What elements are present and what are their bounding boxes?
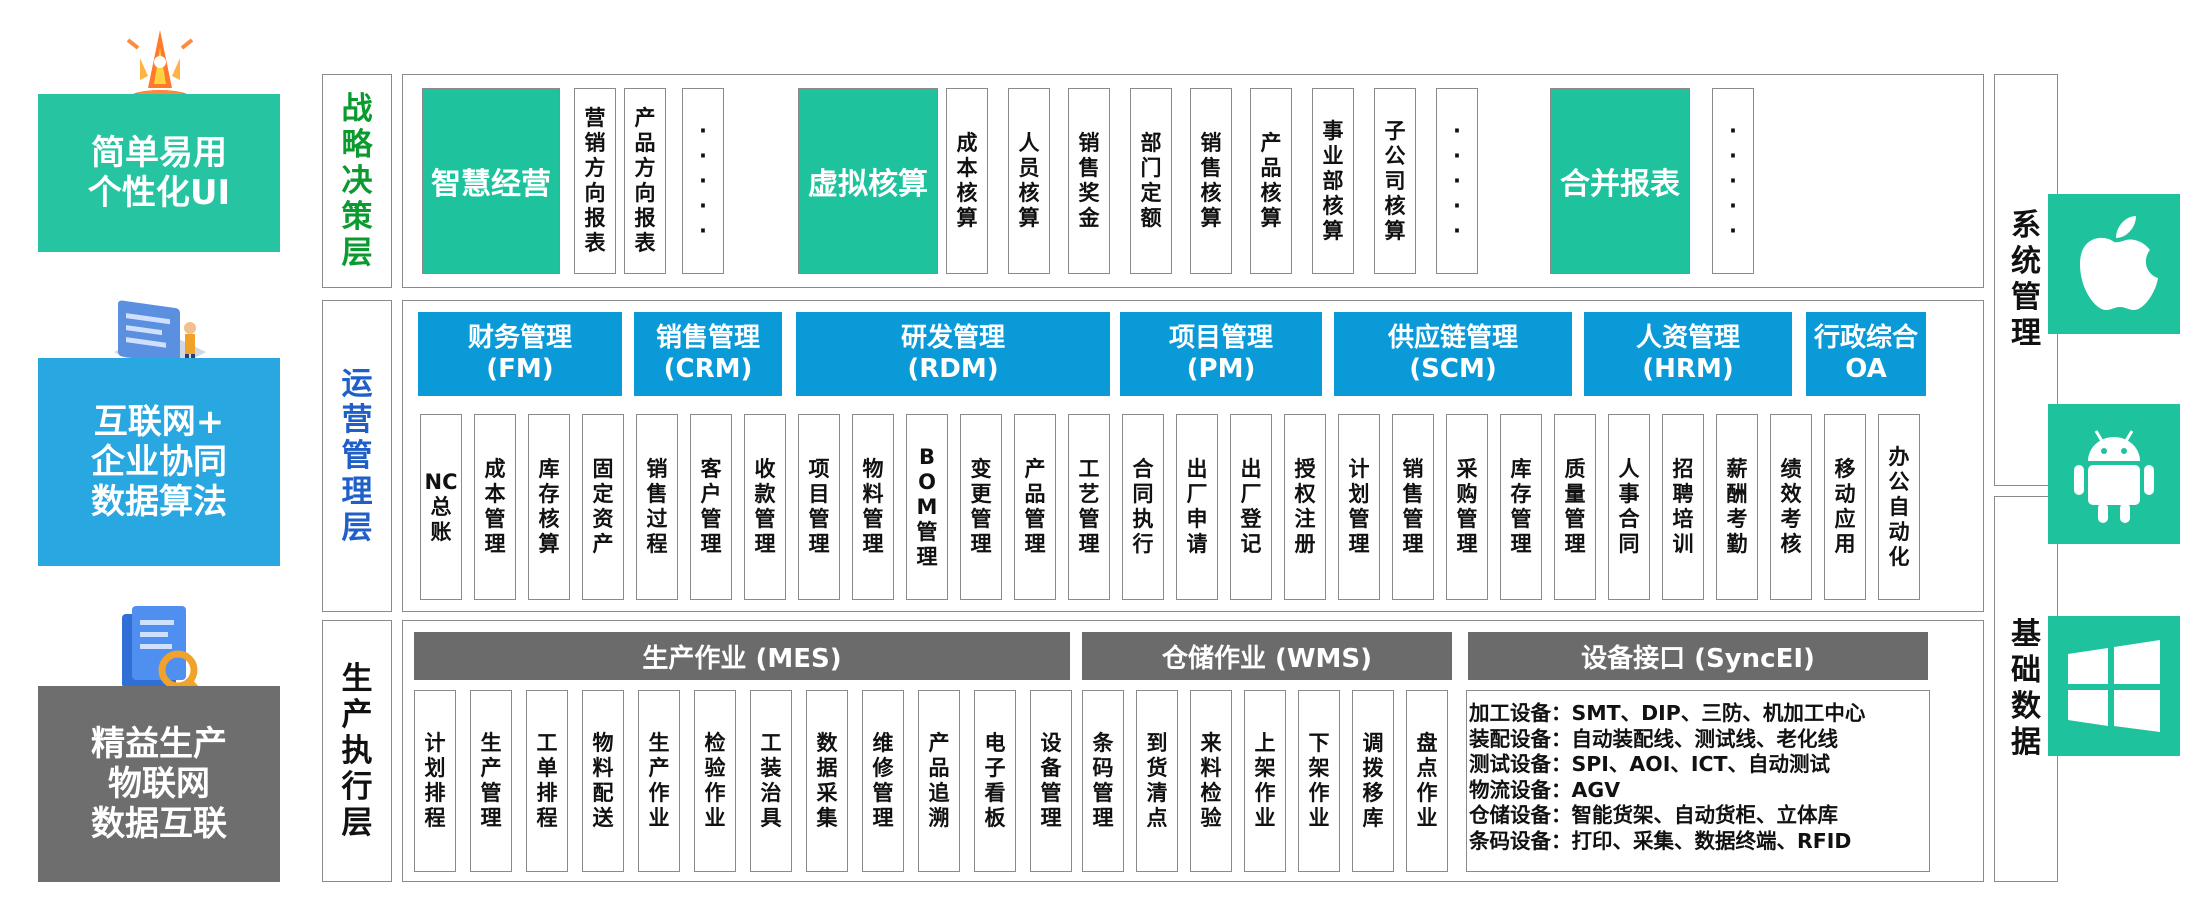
strategy-item: · · · · · <box>1712 88 1754 274</box>
apple-icon <box>2080 216 2158 310</box>
strategy-item: 营 销 方 向 报 表 <box>574 88 616 274</box>
module-header-fm: 财务管理 (FM) <box>418 312 622 396</box>
production-item: 调 拨 移 库 <box>1352 690 1394 872</box>
android-platform-tile <box>2048 404 2180 544</box>
production-item: 产 品 追 溯 <box>918 690 960 872</box>
production-item: 工 装 治 具 <box>750 690 792 872</box>
strategy-item: 产 品 核 算 <box>1250 88 1292 274</box>
module-header-mes: 生产作业 (MES) <box>414 632 1070 680</box>
production-layer-title-box: 生 产 执 行 层 <box>322 620 392 882</box>
operations-item: 收 款 管 理 <box>744 414 786 600</box>
device-list: 加工设备：SMT、DIP、三防、机加工中心 装配设备：自动装配线、测试线、老化线… <box>1466 690 1930 872</box>
strategy-item: · · · · · <box>1436 88 1478 274</box>
operations-item: 办 公 自 动 化 <box>1878 414 1920 600</box>
virtual-accounting-box: 虚拟核算 <box>798 88 938 274</box>
operations-item: 库 存 管 理 <box>1500 414 1542 600</box>
module-header-scm: 供应链管理 (SCM) <box>1334 312 1572 396</box>
operations-item: 销 售 过 程 <box>636 414 678 600</box>
operations-item: 出 厂 登 记 <box>1230 414 1272 600</box>
feature-box-lean-production: 精益生产 物联网 数据互联 <box>38 686 280 882</box>
strategy-item: 事 业 部 核 算 <box>1312 88 1354 274</box>
operations-item: 固 定 资 产 <box>582 414 624 600</box>
module-header-syncei: 设备接口 (SyncEI) <box>1468 632 1928 680</box>
smart-operation-box: 智慧经营 <box>422 88 560 274</box>
production-item: 盘 点 作 业 <box>1406 690 1448 872</box>
strategy-item: 成 本 核 算 <box>946 88 988 274</box>
operations-item: 出 厂 申 请 <box>1176 414 1218 600</box>
system-management-title: 系 统 管 理 <box>2011 208 2041 351</box>
operations-item: 授 权 注 册 <box>1284 414 1326 600</box>
production-item: 生 产 作 业 <box>638 690 680 872</box>
production-item: 维 修 管 理 <box>862 690 904 872</box>
strategy-layer-title-box: 战 略 决 策 层 <box>322 74 392 288</box>
strategy-item: · · · · · <box>682 88 724 274</box>
operations-item: 物 料 管 理 <box>852 414 894 600</box>
strategy-item: 销 售 核 算 <box>1190 88 1232 274</box>
operations-item: 产 品 管 理 <box>1014 414 1056 600</box>
strategy-item: 人 员 核 算 <box>1008 88 1050 274</box>
operations-item: 招 聘 培 训 <box>1662 414 1704 600</box>
strategy-layer-title: 战 略 决 策 层 <box>341 91 373 271</box>
operations-item: B O M 管 理 <box>906 414 948 600</box>
windows-platform-tile <box>2048 616 2180 756</box>
operations-item: 质 量 管 理 <box>1554 414 1596 600</box>
operations-item: 工 艺 管 理 <box>1068 414 1110 600</box>
production-item: 设 备 管 理 <box>1030 690 1072 872</box>
operations-item: 采 购 管 理 <box>1446 414 1488 600</box>
operations-item: 项 目 管 理 <box>798 414 840 600</box>
production-item: 检 验 作 业 <box>694 690 736 872</box>
operations-item: 人 事 合 同 <box>1608 414 1650 600</box>
production-item: 计 划 排 程 <box>414 690 456 872</box>
operations-item: 绩 效 考 核 <box>1770 414 1812 600</box>
production-item: 条 码 管 理 <box>1082 690 1124 872</box>
production-item: 到 货 清 点 <box>1136 690 1178 872</box>
feature-box-internet-collab: 互联网+ 企业协同 数据算法 <box>38 358 280 566</box>
operations-item: 合 同 执 行 <box>1122 414 1164 600</box>
operations-layer-title: 运 营 管 理 层 <box>341 366 373 546</box>
module-header-pm: 项目管理 (PM) <box>1120 312 1322 396</box>
operations-item: 变 更 管 理 <box>960 414 1002 600</box>
android-icon <box>2074 430 2154 523</box>
production-item: 工 单 排 程 <box>526 690 568 872</box>
operations-item: NC 总 账 <box>420 414 462 600</box>
system-management-box: 系 统 管 理 <box>1994 74 2058 486</box>
production-item: 下 架 作 业 <box>1298 690 1340 872</box>
strategy-item: 产 品 方 向 报 表 <box>624 88 666 274</box>
strategy-item: 部 门 定 额 <box>1130 88 1172 274</box>
operations-item: 移 动 应 用 <box>1824 414 1866 600</box>
production-item: 物 料 配 送 <box>582 690 624 872</box>
operations-item: 计 划 管 理 <box>1338 414 1380 600</box>
production-layer-title: 生 产 执 行 层 <box>341 661 373 841</box>
strategy-item: 子 公 司 核 算 <box>1374 88 1416 274</box>
windows-icon <box>2068 640 2160 732</box>
basic-data-title: 基 础 数 据 <box>2011 617 2041 760</box>
production-item: 数 据 采 集 <box>806 690 848 872</box>
production-item: 生 产 管 理 <box>470 690 512 872</box>
strategy-item: 销 售 奖 金 <box>1068 88 1110 274</box>
module-header-rdm: 研发管理 (RDM) <box>796 312 1110 396</box>
production-item: 来 料 检 验 <box>1190 690 1232 872</box>
operations-item: 销 售 管 理 <box>1392 414 1434 600</box>
module-header-oa: 行政综合 OA <box>1806 312 1926 396</box>
operations-item: 库 存 核 算 <box>528 414 570 600</box>
apple-platform-tile <box>2048 194 2180 334</box>
basic-data-box: 基 础 数 据 <box>1994 496 2058 882</box>
production-item: 电 子 看 板 <box>974 690 1016 872</box>
production-item: 上 架 作 业 <box>1244 690 1286 872</box>
dashboard-person-icon <box>104 290 216 390</box>
operations-item: 成 本 管 理 <box>474 414 516 600</box>
module-header-hrm: 人资管理 (HRM) <box>1584 312 1792 396</box>
operations-item: 客 户 管 理 <box>690 414 732 600</box>
consolidated-report-box: 合并报表 <box>1550 88 1690 274</box>
operations-layer-title-box: 运 营 管 理 层 <box>322 300 392 612</box>
module-header-wms: 仓储作业 (WMS) <box>1082 632 1452 680</box>
module-header-crm: 销售管理 (CRM) <box>634 312 782 396</box>
operations-item: 薪 酬 考 勤 <box>1716 414 1758 600</box>
feature-box-easy-ui: 简单易用 个性化UI <box>38 94 280 252</box>
